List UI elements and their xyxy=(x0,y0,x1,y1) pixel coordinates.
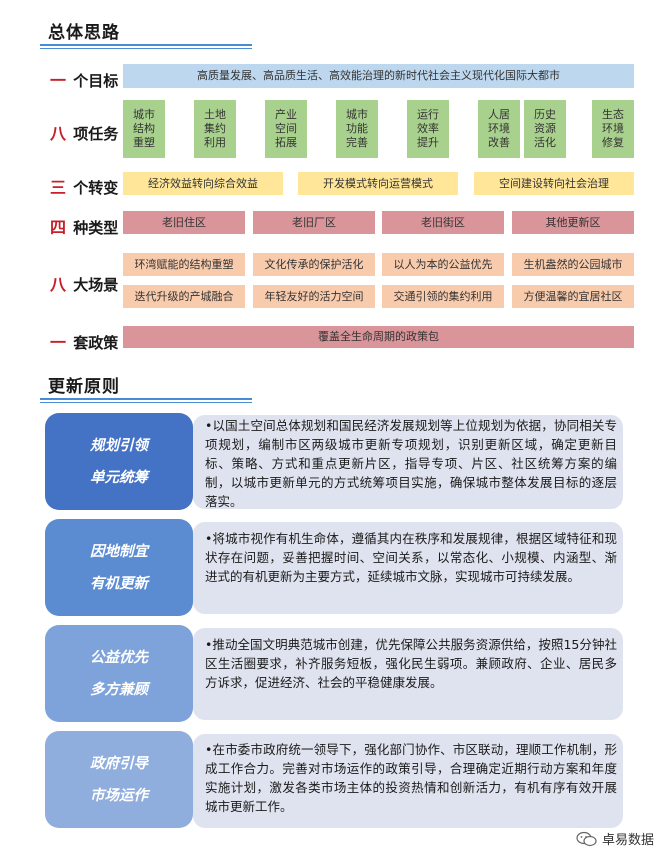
type-box: 老旧街区 xyxy=(382,211,504,234)
row-label-shifts: 三 个转变 xyxy=(50,178,119,197)
row-label-policy: 一 套政策 xyxy=(50,333,119,352)
principle-title-line1: 政府引导 xyxy=(90,755,148,772)
goal-bar: 高质量发展、高品质生活、高效能治理的新时代社会主义现代化国际大都市 xyxy=(123,64,634,88)
title-underline xyxy=(40,398,252,400)
principle-title-line1: 公益优先 xyxy=(90,649,148,666)
principle-card: 规划引领 单元统筹 xyxy=(45,413,193,510)
row-label-tasks: 八 项任务 xyxy=(50,124,119,143)
scene-box: 环湾赋能的结构重塑 xyxy=(123,253,245,276)
task-box: 城市功能完善 xyxy=(336,100,378,158)
principle-panel xyxy=(193,734,623,828)
task-box: 生态环境修复 xyxy=(592,100,634,158)
principle-text: •在市委市政府统一领导下，强化部门协作、市区联动，理顺工作机制，形成工作合力。完… xyxy=(205,742,617,814)
task-box: 运行效率提升 xyxy=(407,100,449,158)
scene-box: 交通引领的集约利用 xyxy=(382,285,504,308)
principle-panel xyxy=(193,415,623,509)
type-box: 其他更新区 xyxy=(512,211,634,234)
principle-title-line2: 多方兼顾 xyxy=(90,681,148,698)
shift-box: 经济效益转向综合效益 xyxy=(123,172,283,195)
section-title-overall: 总体思路 xyxy=(48,23,120,43)
task-box: 历史资源活化 xyxy=(524,100,566,158)
scene-box: 生机盎然的公园城市 xyxy=(512,253,634,276)
type-box: 老旧住区 xyxy=(123,211,245,234)
title-underline xyxy=(40,44,252,46)
row-label-types: 四 种类型 xyxy=(50,218,119,237)
scene-box: 年轻友好的活力空间 xyxy=(253,285,375,308)
scene-box: 以人为本的公益优先 xyxy=(382,253,504,276)
principle-text: •推动全国文明典范城市创建，优先保障公共服务资源供给，按照15分钟社区生活圈要求… xyxy=(205,637,617,690)
principle-card: 政府引导 市场运作 xyxy=(45,731,193,828)
title-underline-thin xyxy=(40,402,252,403)
shift-box: 开发模式转向运营模式 xyxy=(298,172,458,195)
task-box: 人居环境改善 xyxy=(478,100,520,158)
principle-panel xyxy=(193,628,623,720)
principle-title-line1: 因地制宜 xyxy=(90,543,148,560)
type-box: 老旧厂区 xyxy=(253,211,375,234)
row-label-scenes: 八 大场景 xyxy=(50,275,119,294)
principle-title-line2: 有机更新 xyxy=(90,575,148,592)
principle-text: •将城市视作有机生命体，遵循其内在秩序和发展规律，根据区域特征和现状存在问题，妥… xyxy=(205,531,617,584)
policy-bar: 覆盖全生命周期的政策包 xyxy=(123,326,634,348)
principle-title-line1: 规划引领 xyxy=(90,437,148,454)
task-box: 土地集约利用 xyxy=(194,100,236,158)
watermark-text: 卓易数据 xyxy=(601,833,654,848)
scene-box: 迭代升级的产城融合 xyxy=(123,285,245,308)
watermark: 卓易数据 xyxy=(576,829,654,848)
principle-title-line2: 单元统筹 xyxy=(90,469,148,486)
wechat-icon xyxy=(576,831,597,846)
row-label-goal: 一 个目标 xyxy=(50,71,119,90)
scene-box: 文化传承的保护活化 xyxy=(253,253,375,276)
principle-card: 因地制宜 有机更新 xyxy=(45,519,193,616)
principle-card: 公益优先 多方兼顾 xyxy=(45,625,193,722)
task-box: 产业空间拓展 xyxy=(265,100,307,158)
shift-box: 空间建设转向社会治理 xyxy=(474,172,634,195)
task-box: 城市结构重塑 xyxy=(123,100,165,158)
principle-panel xyxy=(193,522,623,614)
title-underline-thin xyxy=(40,48,252,49)
scene-box: 方便温馨的宜居社区 xyxy=(512,285,634,308)
section-title-principles: 更新原则 xyxy=(48,377,120,397)
principle-text: •以国土空间总体规划和国民经济发展规划等上位规划为依据，协同相关专项规划，编制市… xyxy=(205,418,617,509)
principle-title-line2: 市场运作 xyxy=(90,787,148,804)
